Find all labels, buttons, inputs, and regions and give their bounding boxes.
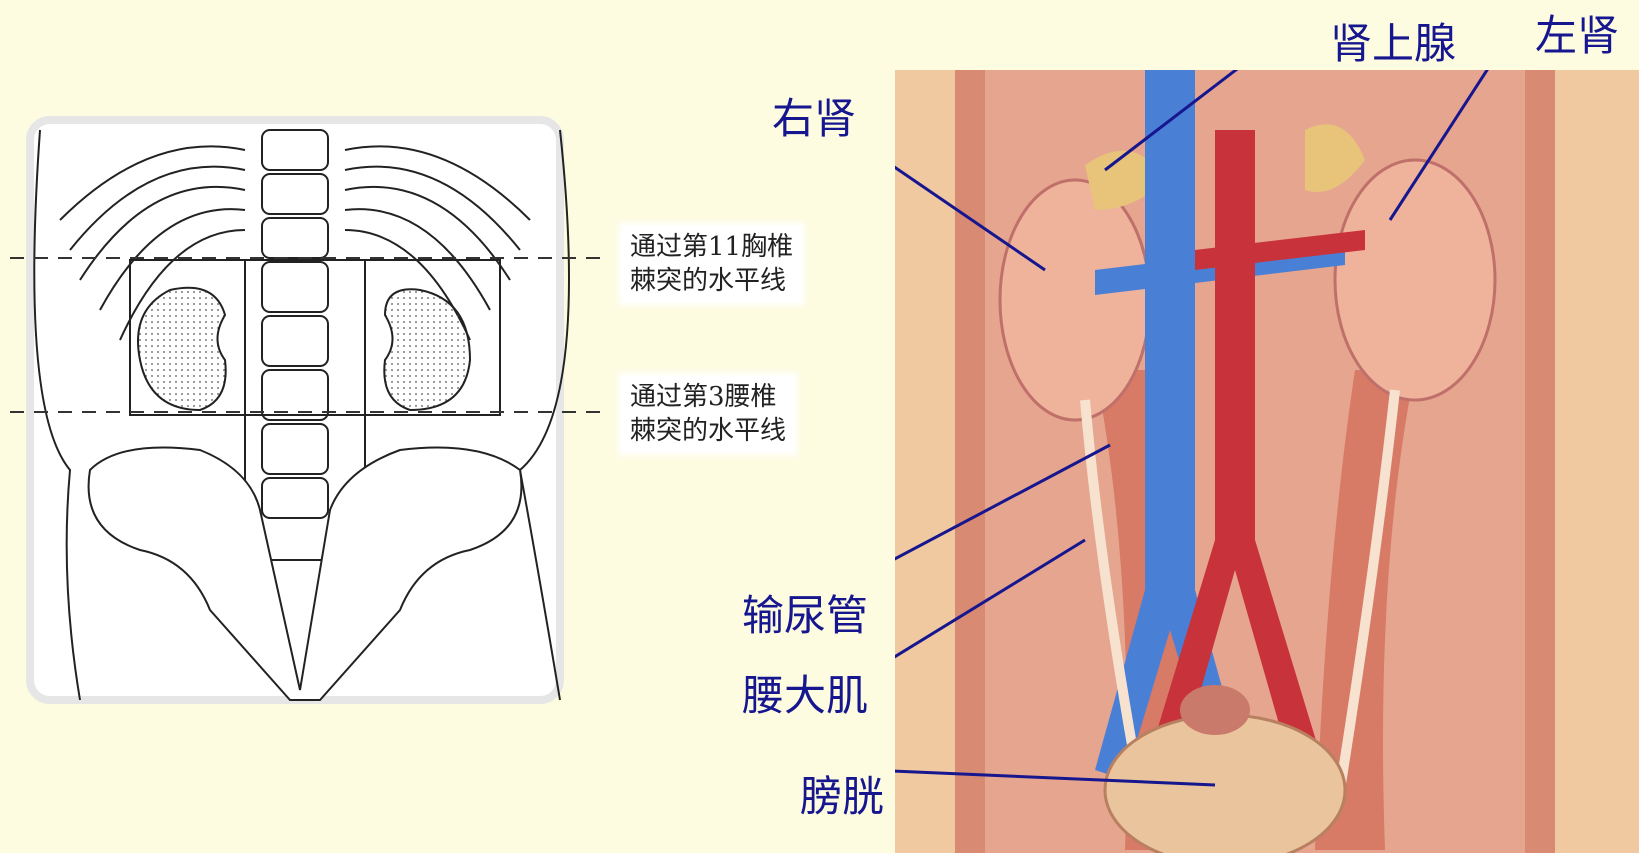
left-kidney: [1335, 160, 1495, 400]
t11-plane-label: 通过第11胸椎 棘突的水平线: [622, 226, 801, 302]
anatomy-illustration: [895, 70, 1639, 853]
right-kidney-label: 右肾: [772, 95, 856, 143]
abdominal-anatomy-drawing: [895, 70, 1639, 853]
t11-plane-label-line2: 棘突的水平线: [630, 264, 793, 298]
kidney-position-diagram: [0, 110, 620, 730]
t11-plane-label-line1: 通过第11胸椎: [630, 230, 793, 264]
adrenal-label: 肾上腺: [1330, 20, 1456, 68]
l3-plane-label-line1: 通过第3腰椎: [630, 380, 786, 414]
left-kidney-label: 左肾: [1535, 12, 1619, 60]
bladder: [1105, 715, 1345, 853]
skeleton-drawing: [0, 110, 620, 730]
psoas-label: 腰大肌: [742, 672, 868, 720]
ureter-label: 输尿管: [742, 592, 868, 640]
l3-plane-label-line2: 棘突的水平线: [630, 414, 786, 448]
bladder-label: 膀胱: [800, 773, 884, 821]
right-kidney: [1000, 180, 1150, 420]
l3-plane-label: 通过第3腰椎 棘突的水平线: [622, 376, 794, 452]
